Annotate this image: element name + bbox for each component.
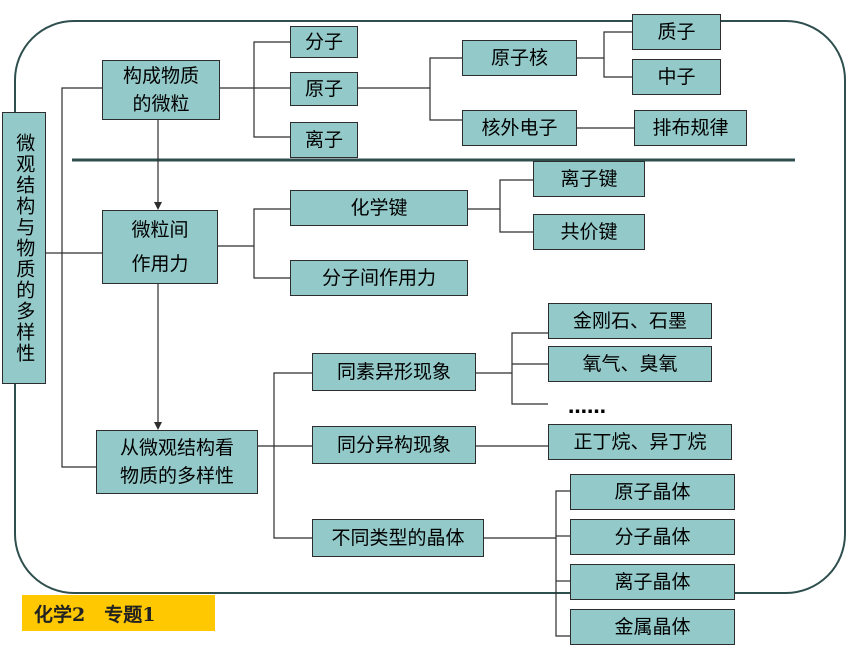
butane-isobutane-box: 正丁烷、异丁烷: [548, 424, 732, 460]
nucleus-box: 原子核: [462, 40, 577, 76]
oxygen-ozone-box: 氧气、臭氧: [548, 346, 712, 382]
ion-box: 离子: [290, 122, 358, 158]
intermolecular-force-box: 分子间作用力: [290, 260, 468, 296]
neutron-box: 中子: [632, 59, 721, 95]
arrangement-rule-box: 排布规律: [634, 110, 747, 146]
side-title-text: 微观结构与物质的多样性: [13, 132, 36, 364]
footer-badge: 化学2 专题1: [22, 595, 215, 631]
covalent-bond-box: 共价键: [533, 214, 645, 250]
molecule-box: 分子: [290, 26, 358, 58]
proton-box: 质子: [632, 14, 721, 50]
interaction-box: 微粒间 作用力: [102, 210, 218, 284]
ellipsis-text: ……: [568, 396, 606, 418]
isomerism-box: 同分异构现象: [312, 426, 476, 464]
crystal-types-box: 不同类型的晶体: [312, 519, 484, 557]
ionic-bond-box: 离子键: [533, 161, 645, 197]
atomic-crystal-box: 原子晶体: [570, 474, 735, 510]
ionic-crystal-box: 离子晶体: [570, 564, 735, 600]
chemical-bond-box: 化学键: [290, 190, 468, 226]
electron-box: 核外电子: [462, 110, 577, 146]
side-title: 微观结构与物质的多样性: [2, 112, 46, 384]
atom-box: 原子: [290, 72, 358, 106]
particles-box: 构成物质 的微粒: [102, 60, 220, 120]
allotropy-box: 同素异形现象: [312, 353, 476, 391]
diamond-graphite-box: 金刚石、石墨: [548, 303, 712, 339]
molecular-crystal-box: 分子晶体: [570, 519, 735, 555]
diversity-box: 从微观结构看 物质的多样性: [96, 430, 258, 494]
metallic-crystal-box: 金属晶体: [570, 609, 735, 645]
